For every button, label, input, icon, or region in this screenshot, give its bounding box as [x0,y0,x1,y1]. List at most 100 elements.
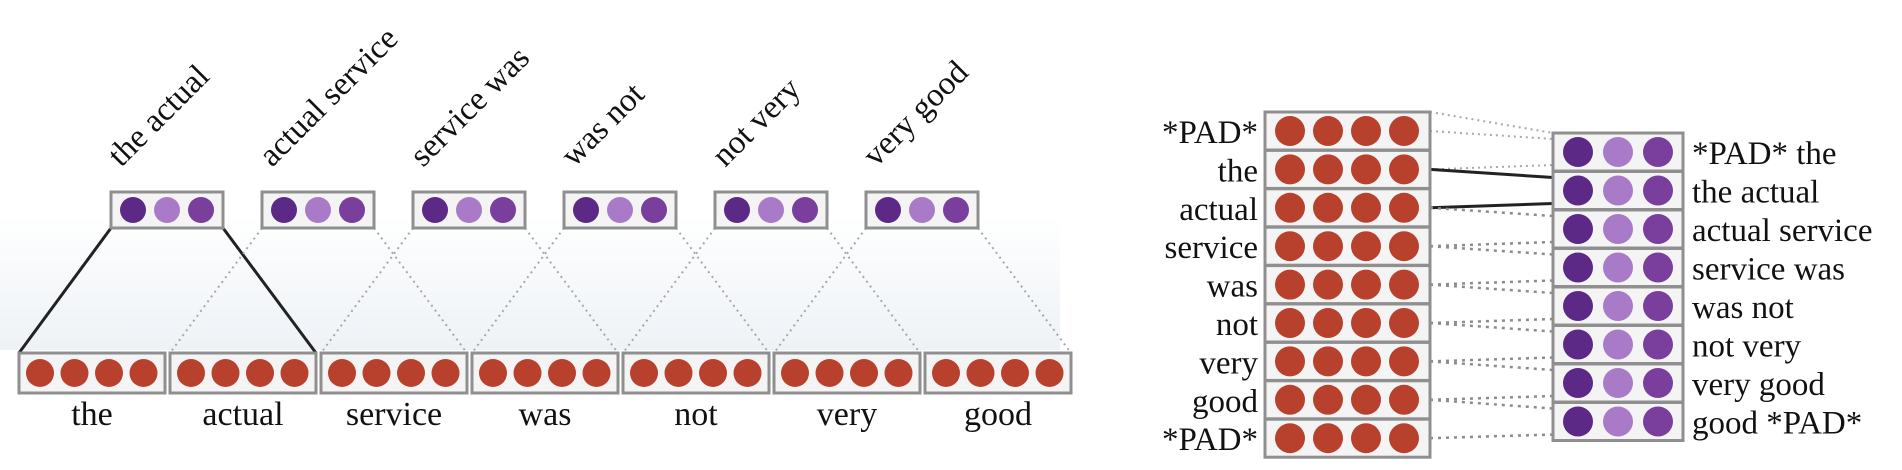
token-label: *PAD* [1162,422,1258,458]
feature-dot [305,197,331,223]
window-edge-line [1429,433,1554,440]
embedding-dot [1389,384,1419,415]
feature-dot [154,197,180,223]
feature-dot [1643,368,1673,398]
embedding-dot [129,359,158,387]
window-edge-line [17,227,113,354]
padded-bigram-vector-5: not very [1551,324,1802,365]
embedding-dot [1275,192,1305,223]
bigram-label: the actual [1692,175,1819,211]
feature-dot [1643,137,1673,167]
bigram-label: was not [554,76,651,173]
embedding-dot [397,359,425,387]
bigram-label: not very [1692,329,1802,365]
bigram-label: *PAD* the [1692,136,1837,172]
bigram-vector-3: was not [554,76,678,230]
feature-dot [1603,406,1633,437]
bigram-label: good *PAD* [1692,406,1862,442]
window-edge-line [826,227,921,354]
embedding-dot [1351,154,1381,185]
window-edge-line [169,227,263,354]
embedding-dot [630,359,658,387]
feature-dot [573,197,599,223]
padded-bigram-vector-6: very good [1551,362,1825,404]
embedding-dot [1351,116,1381,146]
feature-dot [607,197,633,223]
padded-word-vector-6: very [1199,340,1432,382]
embedding-dot [1275,384,1305,415]
window-edge-line [221,227,318,354]
feature-dot [1603,214,1633,244]
embedding-dot [1275,308,1305,338]
embedding-dot [733,359,762,387]
feature-dot [1563,137,1593,167]
bigram-label: service was [1692,252,1845,288]
feature-dot [1563,214,1593,244]
feature-dot [271,197,297,223]
word-vector-very: very [772,351,922,433]
feature-dot [792,197,818,223]
window-edge-line [622,227,716,354]
embedding-dot [1313,231,1343,262]
feature-dot [1643,406,1673,437]
bigram-label: very good [856,54,976,174]
embedding-dot [664,359,693,387]
embedding-dot [548,359,576,387]
window-edge-line [1429,111,1554,134]
bigram-vector-0: the actual [101,58,225,230]
feature-dot [909,197,935,223]
bigram-vector-5: very good [856,54,980,230]
bigram-label: service was [403,40,537,174]
embedding-dot [1351,308,1381,338]
window-edge-line [1429,206,1554,218]
embedding-dot [966,359,995,387]
embedding-dot [1313,154,1343,185]
padded-bigram-vector-4: was not [1551,285,1794,327]
bigram-vector-2: service was [403,40,537,230]
feature-dot [1563,329,1593,360]
embedding-dot [177,359,205,387]
padded-word-vector-2: actual [1179,187,1432,229]
feature-dot [1643,175,1673,206]
feature-dot [641,197,667,223]
feature-dot [1603,329,1633,360]
embedding-dot [1351,192,1381,223]
word-label: the [71,396,113,433]
token-label: not [1216,307,1258,343]
window-edge-line [1429,283,1554,295]
embedding-dot [26,359,54,387]
bigram-label: not very [705,71,808,174]
embedding-dot [280,359,309,387]
padded-word-vector-0: *PAD* [1162,110,1432,152]
embedding-dot [1389,231,1419,262]
embedding-dot [1389,269,1419,300]
embedding-dot [1275,154,1305,185]
feature-dot [1643,291,1673,321]
window-edge-line [373,227,468,354]
embedding-dot [1351,346,1381,377]
embedding-dot [431,359,460,387]
feature-dot [758,197,784,223]
window-edge-line [1429,360,1554,372]
padded-bigram-vector-3: service was [1551,247,1845,288]
feature-dot [875,197,901,223]
padded-word-vector-7: good [1192,379,1432,421]
embedding-dot [1313,384,1343,415]
window-edge-line [1429,398,1554,410]
embedding-dot [1389,154,1419,185]
embedding-dot [1313,423,1343,454]
embedding-dot [1275,423,1305,454]
word-label: actual [202,396,283,433]
embedding-dot [1351,269,1381,300]
word-label: very [817,396,877,433]
embedding-dot [1035,359,1064,387]
word-label: service [346,396,442,433]
window-edge-line [524,227,619,354]
left-connection-lines [17,227,1072,354]
feature-dot [120,197,146,223]
word-vector-not: not [621,351,771,433]
feature-dot [1563,368,1593,398]
